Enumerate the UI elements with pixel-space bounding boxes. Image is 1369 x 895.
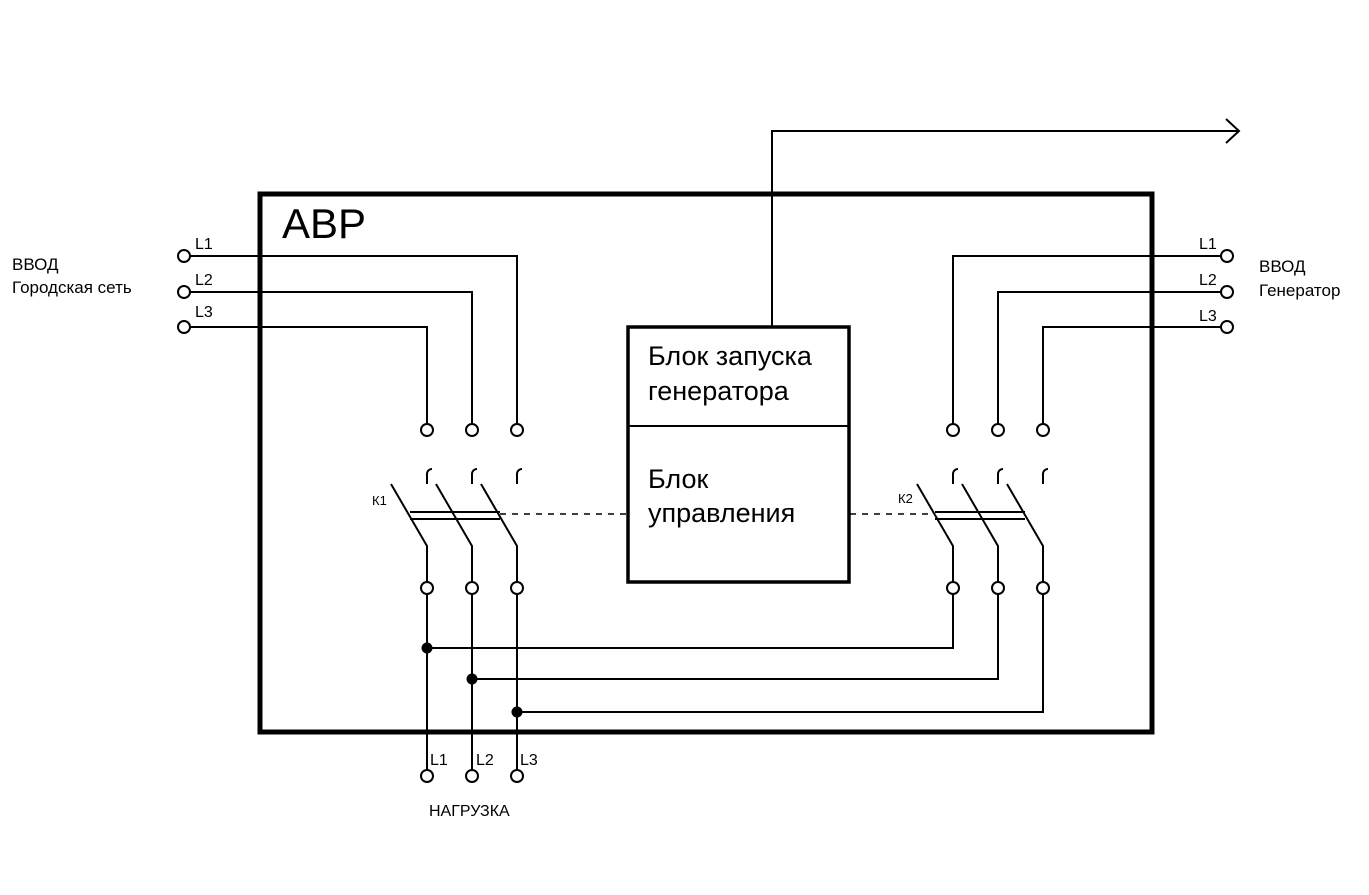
k2-blade [916, 483, 954, 582]
load-l3-terminal [510, 769, 524, 783]
city-l3-terminal [177, 320, 191, 334]
bus-l3 [517, 594, 1044, 713]
city-l3-wire [190, 326, 428, 424]
k1-upper-contact [510, 423, 524, 437]
load-label: НАГРУЗКА [429, 803, 510, 820]
city-l1-wire [190, 255, 518, 424]
k2-lower-contact [991, 581, 1005, 595]
k2-fixed-contact [997, 468, 1004, 484]
gen-l2-terminal [1220, 285, 1234, 299]
city-l1-terminal [177, 249, 191, 263]
k1-blade [480, 483, 518, 582]
gen-input-subtitle: Генератор [1259, 281, 1340, 300]
k2-label: К2 [898, 491, 913, 506]
load-l1-label: L1 [430, 752, 448, 769]
abr-title: АВР [282, 200, 366, 247]
load-l2-label: L2 [476, 752, 494, 769]
city-input-subtitle: Городская сеть [12, 278, 132, 297]
gen-l2-wire [997, 291, 1221, 424]
junction-l1 [421, 642, 433, 654]
city-l2-label: L2 [195, 272, 213, 289]
gen-l1-label: L1 [1199, 236, 1217, 253]
load-l3-label: L3 [520, 752, 538, 769]
k1-label: К1 [372, 493, 387, 508]
bus-l1 [427, 594, 954, 649]
k1-fixed-contact [471, 468, 478, 484]
generator-start-signal-arrow [1225, 118, 1241, 144]
k1-lower-contact [510, 581, 524, 595]
gen-input-title: ВВОД [1259, 257, 1306, 276]
k2-blade [1006, 483, 1044, 582]
generator-start-block-line1: Блок запуска [648, 341, 813, 371]
k1-upper-contact [420, 423, 434, 437]
k1-fixed-contact [426, 468, 433, 484]
bus-l2 [472, 594, 999, 680]
city-l3-label: L3 [195, 304, 213, 321]
gen-l1-terminal [1220, 249, 1234, 263]
control-block-line1: Блок [648, 464, 708, 494]
city-l2-wire [190, 291, 473, 424]
load-l1-terminal [420, 769, 434, 783]
k1-blade [390, 483, 428, 582]
control-unit [626, 325, 851, 584]
k1-lower-contact [420, 581, 434, 595]
city-l2-terminal [177, 285, 191, 299]
k1-upper-contact [465, 423, 479, 437]
generator-start-signal-line [771, 130, 1238, 327]
control-block-line2: управления [648, 498, 795, 528]
junction-l2 [466, 673, 478, 685]
k2-blade [961, 483, 999, 582]
load-l2-terminal [465, 769, 479, 783]
k2-fixed-contact [952, 468, 959, 484]
gen-l2-label: L2 [1199, 272, 1217, 289]
contactor-k1: К1 [372, 423, 524, 595]
gen-l3-wire [1042, 326, 1221, 424]
k1-fixed-contact [516, 468, 523, 484]
abr-enclosure [257, 191, 1155, 735]
k2-upper-contact [1036, 423, 1050, 437]
k1-blade [435, 483, 473, 582]
junction-l3 [511, 706, 523, 718]
gen-l3-terminal [1220, 320, 1234, 334]
k2-upper-contact [946, 423, 960, 437]
contactor-k2: К2 [898, 423, 1050, 595]
city-input-title: ВВОД [12, 255, 59, 274]
k2-upper-contact [991, 423, 1005, 437]
gen-l1-wire [952, 255, 1221, 424]
k1-lower-contact [465, 581, 479, 595]
k2-lower-contact [1036, 581, 1050, 595]
k2-lower-contact [946, 581, 960, 595]
gen-l3-label: L3 [1199, 308, 1217, 325]
k2-fixed-contact [1042, 468, 1049, 484]
generator-start-block-line2: генератора [648, 376, 790, 406]
city-l1-label: L1 [195, 236, 213, 253]
